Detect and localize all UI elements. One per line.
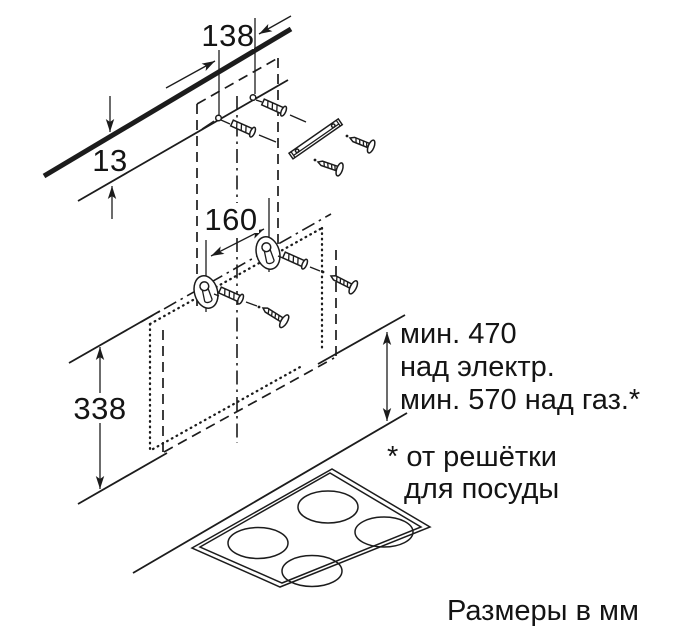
units-note: Размеры в мм — [447, 595, 639, 627]
clearance-line1: мин. 470 — [400, 318, 517, 350]
grate-level-line — [132, 412, 408, 574]
keyhole-plate-icon — [255, 236, 281, 270]
leader-line — [255, 99, 263, 103]
dim-160-arrow — [210, 228, 265, 257]
burner — [297, 490, 359, 524]
screw-icon — [316, 160, 344, 177]
dim-338-label: 338 — [73, 391, 126, 426]
dim-138-label: 138 — [201, 18, 254, 53]
upper-mounting — [220, 98, 376, 177]
cooktop-inner-edge — [198, 472, 423, 584]
wall-lines — [42, 26, 293, 202]
hood-outline-dotted — [148, 226, 324, 451]
burner — [281, 554, 343, 588]
screw-icon — [348, 136, 376, 154]
drill-hole-right — [249, 93, 257, 102]
hood-back-bottom-edge — [151, 364, 304, 451]
leader-line — [289, 114, 307, 123]
clearance-line3: мин. 570 над газ.* — [400, 384, 640, 416]
label-backer — [204, 205, 259, 233]
leader-line — [258, 134, 277, 143]
hood-front-bottom-edge — [163, 357, 335, 453]
cooktop — [190, 468, 432, 588]
leader-line — [309, 266, 321, 272]
leader-line — [213, 293, 220, 297]
leader-dot — [321, 270, 325, 274]
hood-top-reference-line — [68, 310, 161, 364]
dim-13-label: 13 — [92, 143, 127, 178]
hood-bottom-reference-line-left — [77, 452, 168, 505]
burner — [354, 516, 414, 548]
screw-icon — [261, 307, 290, 329]
leader-dot — [345, 134, 349, 138]
dim-138-arrow-right — [258, 15, 292, 35]
lower-mounting — [193, 236, 359, 329]
hood-outline-dashed — [162, 250, 337, 453]
wall-plug-icon — [217, 286, 245, 305]
wall-plug-icon — [229, 119, 257, 138]
leader-dot — [257, 305, 261, 309]
dim-160-label: 160 — [204, 202, 257, 237]
burner — [227, 526, 289, 560]
clearance-line2: над электр. — [400, 351, 555, 383]
keyhole-plate-icon — [193, 275, 219, 309]
wall-plug-icon — [281, 251, 309, 270]
label-backer — [202, 21, 254, 49]
mounting-axis-line — [140, 213, 332, 323]
screw-icon — [329, 275, 359, 295]
hood-bottom-reference-line-right — [317, 314, 406, 365]
leader-line — [220, 119, 231, 125]
hood-back-top-edge — [148, 226, 324, 326]
dim-13 — [105, 96, 117, 219]
cooktop-outer-edge — [190, 468, 432, 588]
leader-dot — [313, 158, 317, 162]
hole-tick — [201, 120, 215, 130]
wall-plug-icon — [260, 98, 288, 117]
drill-hole-left — [214, 114, 223, 122]
dim-138-arrow-left — [165, 60, 216, 89]
label-backer — [74, 394, 126, 422]
chimney-outline-dashed — [196, 57, 279, 312]
ceiling-edge-line — [42, 26, 293, 179]
leader-line — [245, 301, 258, 307]
footnote-line1: * от решётки — [387, 441, 557, 473]
footnote-line2: для посуды — [404, 473, 559, 505]
dim-138 — [165, 15, 292, 130]
mounting-bracket — [287, 117, 344, 160]
